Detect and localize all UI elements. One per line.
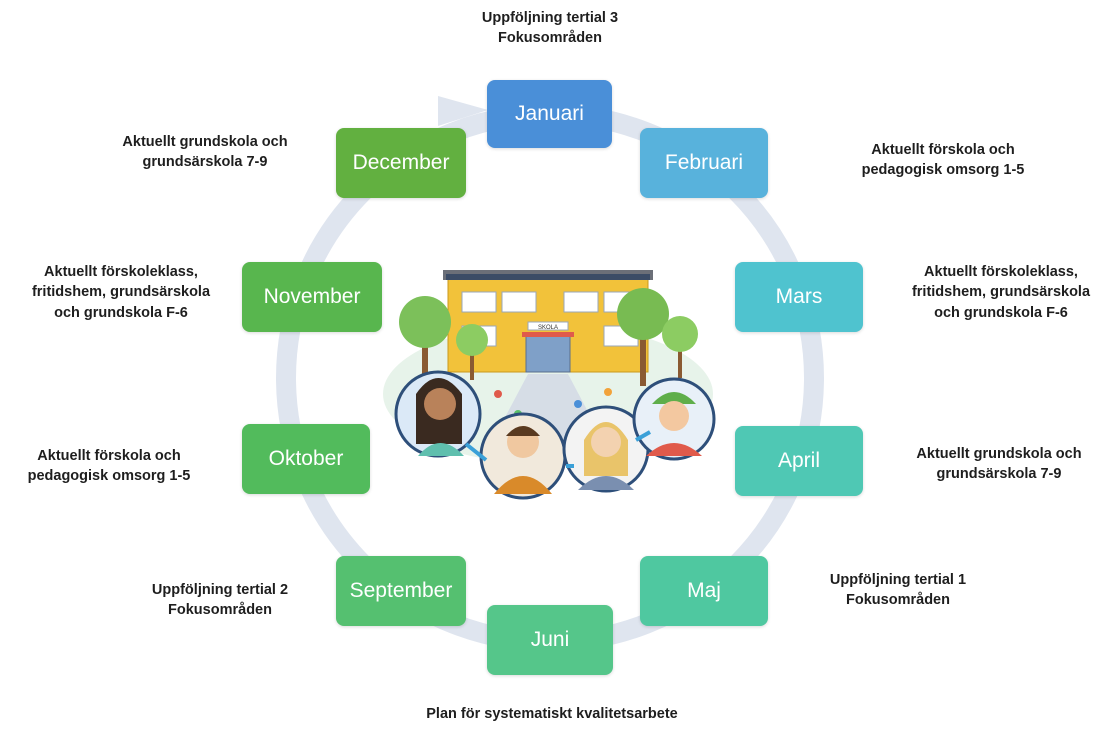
- tree-right-small: [662, 316, 698, 378]
- note-line: pedagogisk omsorg 1-5: [861, 162, 1025, 179]
- note-mars: Aktuellt förskoleklass, fritidshem, grun…: [898, 262, 1104, 323]
- month-december: December: [336, 128, 466, 198]
- month-maj: Maj: [640, 556, 768, 626]
- note-line: fritidshem, grundsärskola: [31, 284, 211, 301]
- arrow-icon: [635, 430, 651, 442]
- note-line: fritidshem, grundsärskola: [911, 284, 1091, 301]
- note-april: Aktuellt grundskola och grundsärskola 7-…: [894, 444, 1104, 485]
- note-line: grundsärskola 7-9: [936, 466, 1062, 483]
- arrow-icon: [464, 442, 488, 462]
- note-line: Fokusområden: [846, 592, 950, 609]
- note-line: Uppföljning tertial 1: [829, 572, 967, 588]
- note-februari: Aktuellt förskola och pedagogisk omsorg …: [838, 140, 1048, 181]
- tree-left: [399, 296, 451, 384]
- note-line: Aktuellt förskola och: [37, 448, 181, 464]
- note-line: Fokusområden: [168, 602, 272, 619]
- tree-left-small: [456, 324, 488, 380]
- person-woman-portrait: [394, 370, 482, 458]
- note-line: och grundskola F-6: [934, 304, 1068, 321]
- school-sign: SKOLA: [538, 325, 558, 331]
- note-line: Aktuellt grundskola och: [916, 446, 1082, 462]
- diagram-caption: Plan för systematiskt kvalitetsarbete: [426, 706, 678, 722]
- note-november: Aktuellt förskoleklass, fritidshem, grun…: [16, 262, 226, 323]
- note-line: grundsärskola 7-9: [142, 154, 268, 171]
- month-september: September: [336, 556, 466, 626]
- note-line: Uppföljning tertial 3: [481, 10, 619, 26]
- note-line: Aktuellt förskoleklass,: [924, 264, 1078, 280]
- month-november: November: [242, 262, 382, 332]
- month-april: April: [735, 426, 863, 496]
- note-oktober: Aktuellt förskola och pedagogisk omsorg …: [6, 446, 212, 487]
- note-line: Aktuellt förskoleklass,: [44, 264, 198, 280]
- school-illustration: SKOLA: [383, 270, 716, 500]
- ring-arrowhead: [438, 96, 488, 126]
- note-januari: Uppföljning tertial 3 Fokusområden: [450, 8, 650, 49]
- note-line: och grundskola F-6: [54, 304, 188, 321]
- month-mars: Mars: [735, 262, 863, 332]
- note-december: Aktuellt grundskola och grundsärskola 7-…: [100, 132, 310, 173]
- note-line: pedagogisk omsorg 1-5: [27, 468, 191, 485]
- note-line: Uppföljning tertial 2: [151, 582, 289, 598]
- month-januari: Januari: [487, 80, 612, 148]
- tree-right: [617, 288, 669, 386]
- note-line: Fokusområden: [498, 30, 602, 47]
- month-oktober: Oktober: [242, 424, 370, 494]
- person-girl-portrait: [562, 405, 650, 493]
- month-februari: Februari: [640, 128, 768, 198]
- person-man-portrait: [479, 412, 567, 500]
- month-juni: Juni: [487, 605, 613, 675]
- note-maj: Uppföljning tertial 1 Fokusområden: [798, 570, 998, 611]
- school-entrance: [525, 335, 571, 373]
- note-line: Aktuellt grundskola och: [122, 134, 288, 150]
- person-boy-portrait: [632, 377, 716, 461]
- note-september: Uppföljning tertial 2 Fokusområden: [120, 580, 320, 621]
- note-line: Aktuellt förskola och: [871, 142, 1015, 158]
- solar-panels: [446, 274, 650, 280]
